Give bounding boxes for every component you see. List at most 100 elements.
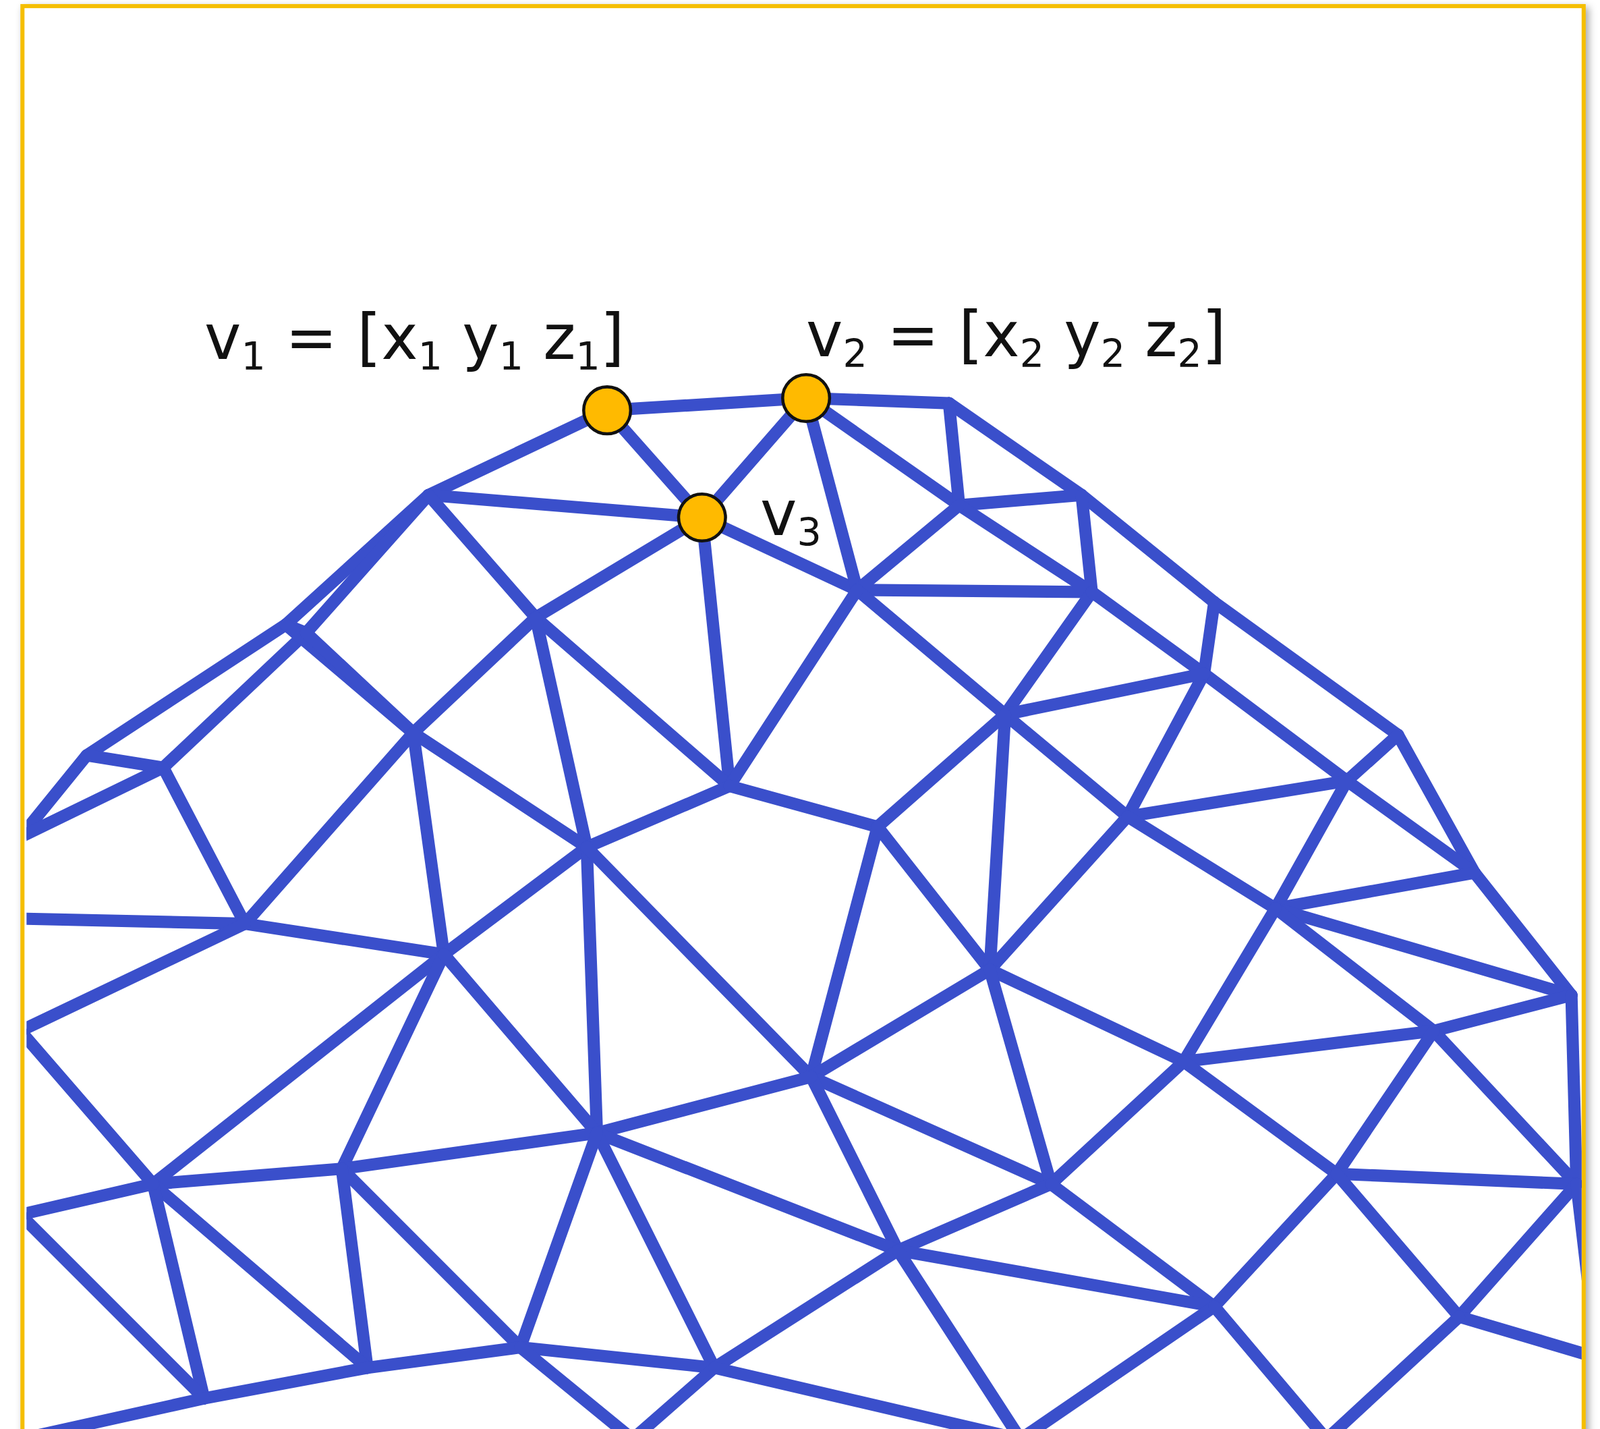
mesh-edge	[1204, 602, 1215, 674]
mesh-edge	[306, 495, 430, 633]
mesh-edge	[897, 1249, 1215, 1306]
mesh-edge	[341, 1168, 368, 1368]
mesh-edge	[341, 1168, 521, 1348]
mesh-edge	[1275, 907, 1434, 1031]
mesh-edge	[729, 589, 858, 786]
mesh-edge	[989, 969, 1184, 1062]
mesh-edge	[586, 847, 597, 1134]
vertex-dot	[782, 374, 830, 422]
mesh-edge	[443, 954, 597, 1134]
vertex-dot	[678, 493, 726, 541]
mesh-edge	[714, 1367, 1021, 1429]
mesh-edge	[1433, 994, 1571, 1031]
mesh-edge	[1127, 816, 1276, 908]
mesh-edge	[1326, 1316, 1460, 1429]
mesh-edge	[428, 410, 608, 496]
mesh-edge	[26, 1030, 27, 1215]
mesh-edge	[413, 732, 587, 847]
mesh-edge	[1092, 591, 1205, 674]
triangle-mesh	[26, 397, 1582, 1429]
mesh-edge	[244, 923, 444, 954]
mesh-edge	[1214, 1173, 1337, 1307]
mesh-edge	[26, 1030, 154, 1184]
mesh-edge	[596, 1132, 715, 1368]
mesh-edge	[306, 632, 414, 733]
mesh-edge	[1183, 1061, 1337, 1174]
mesh-edge	[163, 632, 307, 768]
mesh-edge	[443, 847, 587, 955]
mesh-edge	[1275, 780, 1348, 908]
mesh-edge	[1081, 495, 1093, 593]
mesh-edge	[596, 1076, 812, 1133]
mesh-edge	[1347, 780, 1475, 873]
mesh-edge	[1275, 872, 1475, 908]
mesh-edge	[1214, 602, 1398, 736]
mesh-edge	[153, 954, 444, 1184]
vertex-label: v3	[760, 482, 822, 546]
mesh-edge	[857, 589, 1006, 715]
mesh-edge	[702, 517, 730, 786]
mesh-edge	[26, 1214, 204, 1398]
mesh-edge	[806, 397, 960, 506]
mesh-edge	[341, 1132, 597, 1169]
mesh-edge	[1005, 714, 1128, 817]
mesh-edge	[26, 1183, 154, 1215]
mesh-edge	[1127, 673, 1205, 817]
mesh-edge	[535, 517, 703, 618]
mesh-edge	[811, 969, 991, 1077]
mesh-edge	[1005, 673, 1205, 715]
mesh-edge	[286, 624, 414, 733]
mesh-edge	[1204, 673, 1348, 781]
mesh-edge	[1275, 907, 1572, 995]
mesh-edge	[857, 589, 1093, 592]
mesh-edge	[26, 837, 27, 919]
mesh-edge	[877, 714, 1006, 827]
mesh-edge	[1576, 1183, 1582, 1358]
mesh-edge	[520, 1347, 633, 1429]
mesh-edge	[367, 1347, 521, 1368]
mesh-edge	[1459, 1316, 1582, 1358]
mesh-edge	[1347, 734, 1399, 781]
mesh-edge	[877, 826, 990, 970]
vertex-label: v1 = [x1 y1 z1]	[204, 306, 625, 369]
mesh-edge	[586, 785, 730, 848]
vertex-label: v2 = [x2 y2 z2]	[806, 304, 1227, 367]
mesh-edge	[1020, 1305, 1215, 1429]
mesh-edge	[607, 397, 807, 411]
mesh-edge	[1336, 1173, 1577, 1184]
mesh-edge	[413, 617, 537, 733]
mesh-edge	[26, 1398, 204, 1429]
mesh-edge	[520, 1132, 597, 1348]
mesh-edge	[204, 1367, 368, 1398]
mesh-edge	[1050, 1061, 1184, 1184]
mesh-edge	[413, 732, 444, 954]
mesh-edge	[26, 918, 27, 1031]
mesh-edge	[428, 495, 536, 618]
mesh-edge	[959, 495, 1082, 506]
mesh-edge	[714, 1249, 898, 1368]
mesh-edge	[428, 495, 702, 518]
mesh-edge	[341, 954, 444, 1169]
mesh-edge	[989, 714, 1006, 970]
mesh-edge	[857, 505, 960, 591]
mesh-edge	[1571, 994, 1578, 1184]
mesh-edge	[949, 403, 960, 506]
mesh-edge	[1127, 780, 1348, 817]
mesh-edge	[1459, 1183, 1577, 1317]
mesh-edge	[1183, 1030, 1435, 1062]
mesh-edge	[989, 816, 1128, 970]
mesh-edge	[586, 847, 812, 1077]
mesh-edge	[1081, 495, 1215, 603]
mesh-edge	[959, 505, 1093, 593]
mesh-edge	[26, 923, 245, 1031]
mesh-edge	[1336, 1173, 1460, 1317]
mesh-edge	[26, 767, 164, 838]
mesh-edge	[632, 1367, 715, 1429]
mesh-edge	[811, 1076, 1051, 1184]
mesh-edge	[26, 1214, 27, 1429]
mesh-edge	[26, 918, 245, 925]
mesh-edge	[87, 624, 287, 756]
mesh-edge	[897, 1249, 1021, 1429]
mesh-edge	[897, 1183, 1051, 1250]
